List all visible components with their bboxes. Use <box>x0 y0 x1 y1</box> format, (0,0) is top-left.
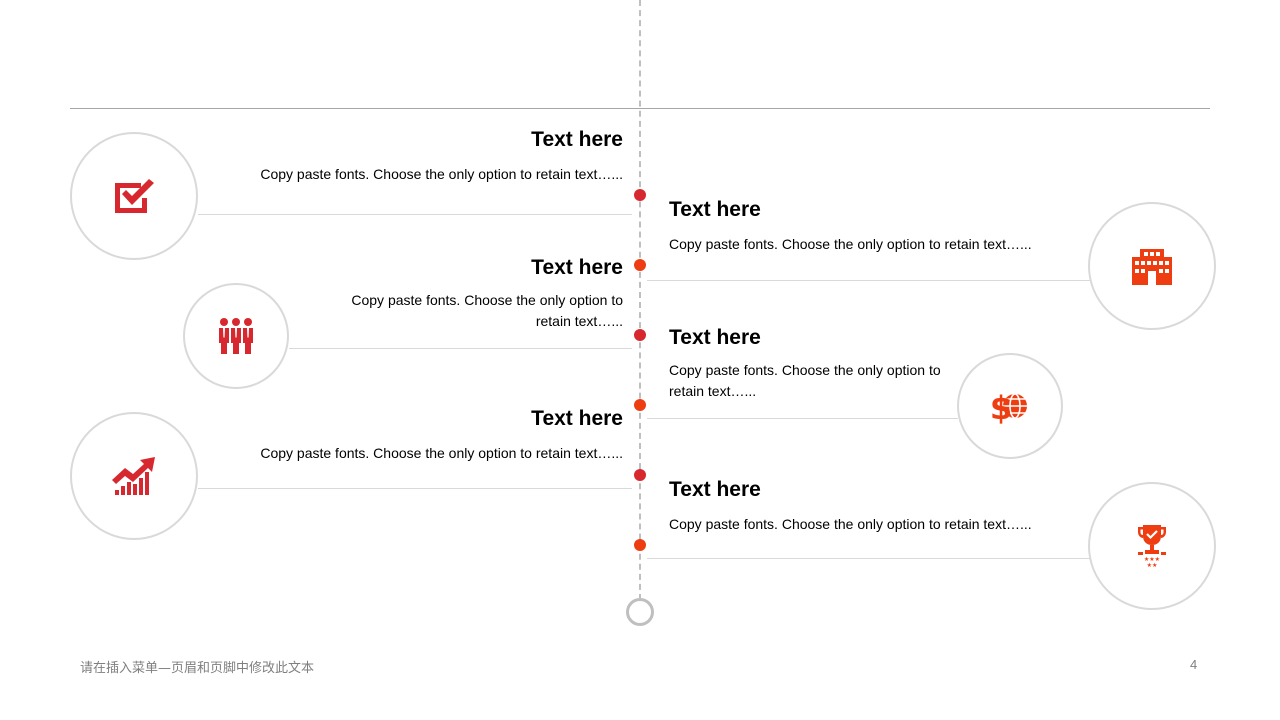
connector-6 <box>647 558 1090 559</box>
svg-text:★★: ★★ <box>1147 562 1158 568</box>
item-text-1: Copy paste fonts. Choose the only option… <box>260 166 623 182</box>
icon-circle-2 <box>1088 202 1216 330</box>
item-title-3: Text here <box>531 256 623 279</box>
item-title-1: Text here <box>531 128 623 151</box>
connector-5 <box>198 488 632 489</box>
connector-1 <box>198 214 632 215</box>
icon-circle-1 <box>70 132 198 260</box>
item-text-2: Copy paste fonts. Choose the only option… <box>669 236 1032 252</box>
item-title-2: Text here <box>669 198 761 221</box>
item-text-3: Copy paste fonts. Choose the only option… <box>351 292 623 329</box>
svg-text:★★★: ★★★ <box>1144 556 1160 563</box>
timeline-dot-3 <box>634 329 646 341</box>
icon-circle-4: $ <box>957 353 1063 459</box>
timeline-dot-5 <box>634 469 646 481</box>
timeline-end-ring <box>626 598 654 626</box>
growth-chart-icon <box>112 457 155 495</box>
connector-3 <box>289 348 632 349</box>
item-title-4: Text here <box>669 326 761 349</box>
item-title-5: Text here <box>531 407 623 430</box>
item-text-6: Copy paste fonts. Choose the only option… <box>669 516 1032 532</box>
footer-text: 请在插入菜单—页眉和页脚中修改此文本 <box>80 661 315 676</box>
building-icon <box>1132 249 1172 285</box>
page-number: 4 <box>1190 657 1198 672</box>
item-text-4: Copy paste fonts. Choose the only option… <box>669 362 941 399</box>
svg-text:$: $ <box>990 389 1012 426</box>
icon-circle-6: ★★★ ★★ <box>1088 482 1216 610</box>
timeline-dot-4 <box>634 399 646 411</box>
global-dollar-icon: $ <box>990 389 1027 426</box>
team-icon <box>219 318 253 354</box>
timeline-dot-2 <box>634 259 646 271</box>
item-text-5: Copy paste fonts. Choose the only option… <box>260 445 623 461</box>
icon-circle-5 <box>70 412 198 540</box>
connector-4 <box>647 418 958 419</box>
connector-2 <box>647 280 1090 281</box>
timeline-line <box>639 0 641 600</box>
icon-circle-3 <box>183 283 289 389</box>
timeline-dot-1 <box>634 189 646 201</box>
checkbox-icon <box>115 179 154 213</box>
timeline-dot-6 <box>634 539 646 551</box>
trophy-icon: ★★★ ★★ <box>1138 525 1166 568</box>
item-title-6: Text here <box>669 478 761 501</box>
